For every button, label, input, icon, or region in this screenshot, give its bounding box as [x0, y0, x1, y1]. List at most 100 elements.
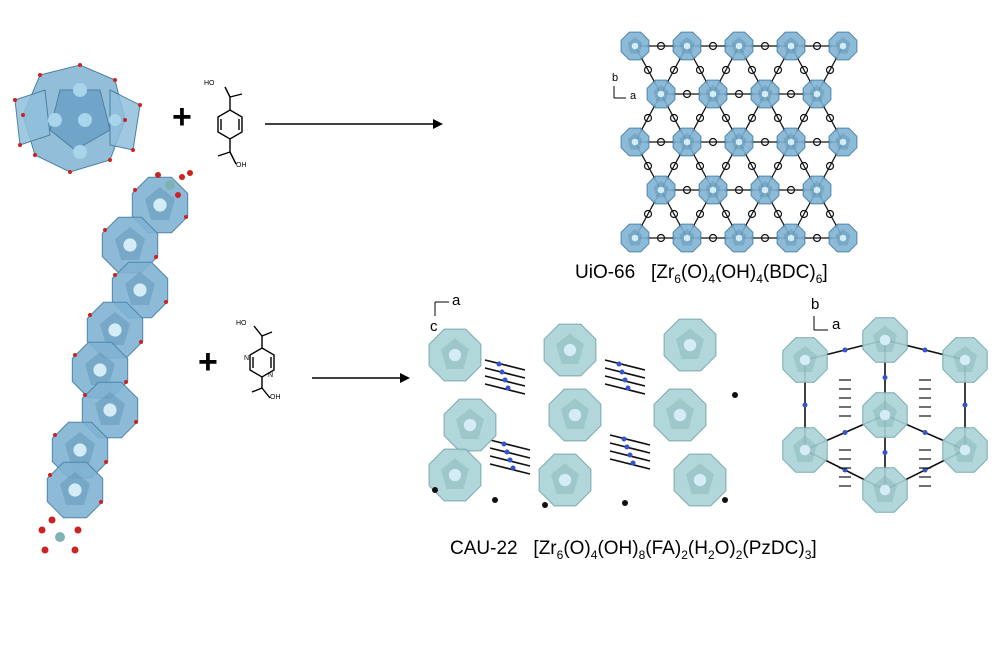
nitrogen-atom — [619, 369, 625, 375]
pzdc-linker-structure — [249, 325, 275, 399]
linker-bond — [604, 359, 646, 371]
oxygen-atom — [133, 188, 137, 192]
oxygen-atom — [124, 380, 128, 384]
oxygen-atom — [48, 473, 52, 477]
linker-ring — [721, 113, 731, 123]
zr-atom — [799, 444, 811, 456]
oxygen-atom — [722, 497, 728, 503]
cau-22-framework-view-ba — [782, 317, 988, 513]
zr-atom — [657, 90, 665, 98]
linker-ring — [760, 137, 770, 147]
zr-atom — [631, 138, 639, 146]
zr-atom — [558, 473, 572, 487]
zr-atom — [787, 234, 795, 242]
zr-atom — [839, 42, 847, 50]
nitrogen-atom — [922, 467, 928, 473]
zr-atom — [787, 42, 795, 50]
oxygen-atom — [113, 273, 117, 277]
oxygen-atom — [134, 420, 138, 424]
zr-atom — [568, 408, 582, 422]
zr-atom — [735, 234, 743, 242]
linker-ring — [812, 137, 822, 147]
oxygen-atom — [542, 502, 548, 508]
zr-atom — [761, 186, 769, 194]
linker-ring — [656, 137, 666, 147]
linker-ring — [682, 185, 692, 195]
oxygen-atom — [73, 353, 77, 357]
linker-ring — [656, 41, 666, 51]
reaction-arrow-top — [265, 119, 443, 129]
nitrogen-atom — [630, 460, 636, 466]
linker-ring — [695, 65, 705, 75]
zr6-cluster-illustration — [13, 63, 142, 174]
linker-ring — [760, 233, 770, 243]
zr-atom — [693, 473, 707, 487]
oxygen-atom — [155, 172, 161, 178]
oxygen-atom — [179, 174, 185, 180]
zr-atom — [683, 338, 697, 352]
linker-ring — [682, 89, 692, 99]
oxygen-atom — [732, 392, 738, 398]
oxygen-atom — [104, 460, 108, 464]
zr-atom — [683, 138, 691, 146]
linker-ring — [721, 161, 731, 171]
nitrogen-atom — [625, 385, 631, 391]
zr-atom — [709, 90, 717, 98]
zr-atom — [108, 323, 122, 337]
cau-22-formula: [Zr6(O)4(OH)8(FA)2(H2O)2(PzDC)3] — [533, 538, 817, 562]
plus-sign-top: + — [172, 98, 192, 136]
zr-atom — [153, 198, 167, 212]
linker-ring — [747, 161, 757, 171]
pzdc-label-oh: OH — [270, 394, 281, 401]
nitrogen-atom — [499, 369, 505, 375]
oxygen-atom — [164, 300, 168, 304]
cau-axis-a2: a — [832, 316, 841, 333]
pzdc-label-ho: HO — [236, 320, 247, 327]
oxygen-atom — [53, 433, 57, 437]
oxygen-atom — [38, 526, 46, 534]
uio-axis-arrows — [613, 86, 626, 99]
nitrogen-atom — [882, 450, 888, 455]
linker-bond — [484, 383, 526, 395]
cau-22-label: CAU-22 [Zr6(O)4(OH)8(FA)2(H2O)2(PzDC)3] — [450, 538, 817, 562]
nitrogen-atom — [496, 361, 502, 367]
linker-ring — [695, 113, 705, 123]
zr-atom — [631, 42, 639, 50]
zr-atom — [93, 363, 107, 377]
nitrogen-atom — [510, 465, 516, 471]
zr-atom — [563, 343, 577, 357]
linker-ring — [643, 113, 653, 123]
linker-ring — [799, 65, 809, 75]
nitrogen-atom — [922, 430, 928, 435]
linker-ring — [747, 209, 757, 219]
linker-ring — [734, 89, 744, 99]
oxygen-atom — [74, 526, 82, 534]
linker-ring — [643, 209, 653, 219]
zr-atom — [448, 348, 462, 362]
nitrogen-atom — [882, 375, 888, 380]
linker-ring — [669, 161, 679, 171]
zr-atom — [673, 408, 687, 422]
uio-66-formula: [Zr6(O)4(OH)4(BDC)6] — [651, 262, 828, 286]
oxygen-atom — [83, 393, 87, 397]
nitrogen-atom — [627, 452, 633, 458]
linker-ring — [812, 41, 822, 51]
linker-ring — [643, 161, 653, 171]
oxygen-atom — [154, 255, 158, 259]
zr-atom — [709, 186, 717, 194]
zr-atom — [879, 409, 891, 421]
cau-axis-arrows-left — [434, 301, 449, 316]
linker-ring — [760, 41, 770, 51]
linker-bond — [609, 442, 651, 454]
nitrogen-atom — [621, 436, 627, 442]
zr-atom — [68, 483, 82, 497]
bdc-linker-structure — [217, 86, 243, 165]
cau-axis-arrows-right — [813, 316, 828, 331]
zr-atom — [787, 138, 795, 146]
linker-ring — [799, 161, 809, 171]
oxygen-atom — [88, 313, 92, 317]
oxygen-atom — [48, 516, 56, 524]
linker-ring — [773, 161, 783, 171]
zr-atom — [879, 484, 891, 496]
linker-ring — [786, 185, 796, 195]
